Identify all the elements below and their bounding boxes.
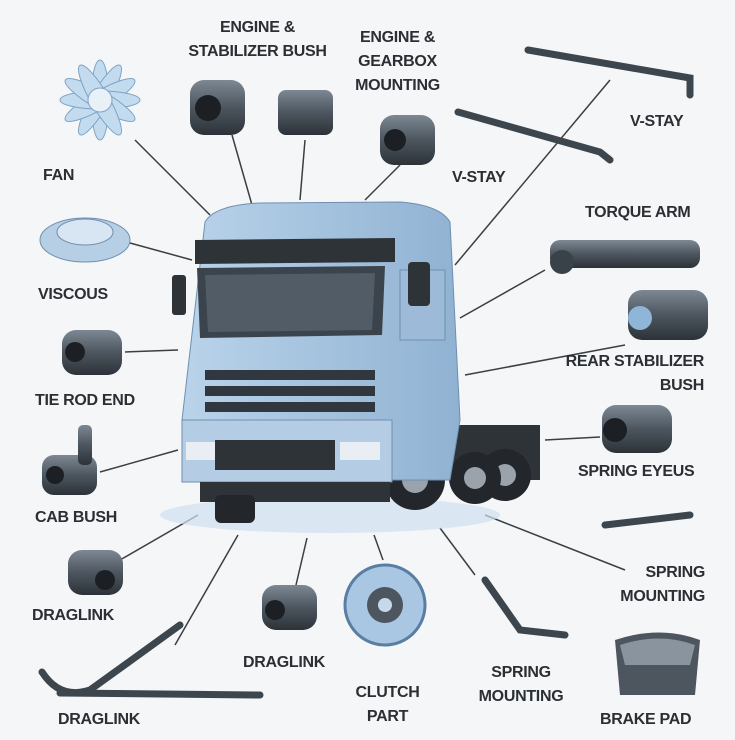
label-viscous: VISCOUS	[38, 286, 108, 303]
label-line: BUSH	[659, 377, 704, 394]
label-line: PART	[366, 708, 409, 725]
leader-line	[464, 344, 626, 376]
leader-line	[459, 269, 546, 319]
leader-line	[99, 449, 179, 473]
fan-part	[59, 59, 141, 141]
bush-parts	[42, 80, 708, 630]
leader-line	[134, 139, 211, 216]
label-v-stay-mid: V-STAY	[452, 169, 506, 186]
label-line: MOUNTING	[478, 688, 564, 705]
leader-line	[299, 139, 306, 201]
label-engine-gearbox-mounting: ENGINE & GEARBOX MOUNTING	[340, 26, 455, 98]
label-clutch-part: CLUTCH PART	[345, 681, 430, 729]
label-spring-mounting-bottom: SPRING MOUNTING	[465, 661, 577, 709]
label-torque-arm: TORQUE ARM	[585, 204, 691, 221]
label-line: REAR STABILIZER	[565, 353, 705, 370]
leader-line	[373, 534, 384, 561]
rod-parts	[38, 46, 694, 699]
label-brake-pad: BRAKE PAD	[600, 711, 692, 728]
label-engine-stabilizer-bush: ENGINE & STABILIZER BUSH	[175, 16, 340, 64]
leader-line	[454, 79, 611, 266]
label-cab-bush: CAB BUSH	[35, 509, 118, 526]
label-line: CLUTCH	[355, 684, 420, 701]
leader-line	[439, 527, 476, 576]
leader-line	[544, 436, 601, 441]
label-line: SPRING	[491, 664, 551, 681]
label-draglink-left: DRAGLINK	[32, 607, 115, 624]
label-line: SPRING	[645, 564, 705, 581]
leader-lines	[99, 79, 626, 646]
label-draglink-center: DRAGLINK	[243, 654, 326, 671]
label-spring-mounting-right: SPRING MOUNTING	[600, 561, 705, 609]
leader-line	[231, 134, 253, 206]
label-draglink-bottom: DRAGLINK	[58, 711, 141, 728]
viscous-part	[39, 217, 131, 263]
label-line: MOUNTING	[620, 588, 705, 605]
leader-line	[364, 164, 401, 201]
label-v-stay-top: V-STAY	[630, 113, 684, 130]
label-line: STABILIZER BUSH	[188, 43, 327, 60]
label-line: GEARBOX	[358, 53, 437, 70]
label-rear-stabilizer-bush: REAR STABILIZER BUSH	[540, 350, 705, 398]
label-line: ENGINE &	[220, 19, 295, 36]
brake-pad-part	[615, 632, 700, 695]
clutch-part	[343, 563, 427, 647]
label-line: MOUNTING	[355, 77, 440, 94]
leader-line	[295, 537, 308, 586]
label-tie-rod-end: TIE ROD END	[35, 392, 135, 409]
label-fan: FAN	[43, 167, 75, 184]
leader-line	[124, 349, 179, 353]
truck-illustration	[160, 201, 540, 533]
leader-line	[174, 534, 239, 646]
label-spring-eyeus: SPRING EYEUS	[578, 463, 695, 480]
leader-line	[484, 514, 626, 571]
label-line: ENGINE &	[360, 29, 435, 46]
leader-line	[129, 242, 193, 261]
